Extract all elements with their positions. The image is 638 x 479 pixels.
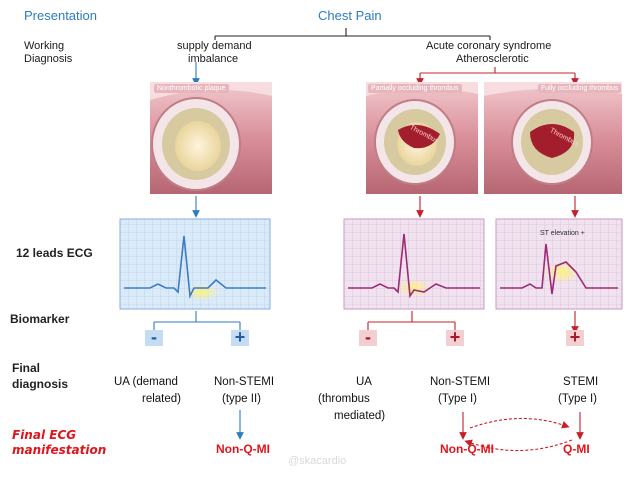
artery-image-partial bbox=[366, 82, 478, 194]
working-diagnosis-label-1: Working bbox=[24, 40, 65, 52]
dx-nonstemi-type1-2: (Type I) bbox=[438, 393, 477, 405]
top-tree bbox=[192, 28, 579, 86]
dx-ua-thrombus-2: (thrombus bbox=[318, 393, 370, 405]
supply-demand-label-2: imbalance bbox=[188, 53, 239, 65]
biomarker-positive-4: + bbox=[446, 328, 464, 346]
dx-nonstemi-type2-2: (type II) bbox=[222, 393, 261, 405]
dx-ua-demand-2: related) bbox=[142, 393, 181, 405]
final-ecg-arrows bbox=[236, 410, 584, 452]
final-ecg-manifestation-label: Final ECG manifestation bbox=[12, 428, 106, 458]
ecg-panel-pink bbox=[343, 218, 485, 310]
nonthrombotic-plaque-badge: Nonthrombotic plaque bbox=[154, 84, 229, 93]
biomarker-negative-3: - bbox=[359, 328, 377, 346]
dx-nonstemi-type1-1: Non-STEMI bbox=[430, 376, 491, 388]
final-ecg-label-line1: Final ECG bbox=[12, 428, 77, 442]
biomarker-row-label: Biomarker bbox=[10, 312, 70, 326]
ecg-row-label: 12 leads ECG bbox=[16, 246, 93, 260]
final-diagnosis-row-label-2: diagnosis bbox=[12, 377, 69, 391]
dx-ua-thrombus-3: mediated) bbox=[334, 410, 386, 422]
artery-image-full bbox=[484, 82, 622, 194]
ecg-panel-blue bbox=[119, 218, 271, 310]
partial-thrombus-badge: Partially occluding thrombus bbox=[368, 84, 462, 93]
working-diagnosis-label-2: Diagnosis bbox=[24, 53, 73, 65]
chest-pain-heading: Chest Pain bbox=[318, 8, 382, 23]
artery-image-nonthrombotic bbox=[150, 82, 272, 194]
acs-label-1: Acute coronary syndrome bbox=[426, 40, 552, 52]
image-to-ecg-arrows bbox=[192, 196, 579, 218]
final-non-q-mi-red: Non-Q-MI bbox=[440, 442, 494, 456]
dx-stemi-1: STEMI bbox=[563, 376, 599, 388]
dx-ua-thrombus-1: UA bbox=[356, 376, 372, 388]
final-q-mi: Q-MI bbox=[563, 442, 590, 456]
watermark: @skacardio bbox=[288, 455, 347, 467]
biomarker-positive-2: + bbox=[231, 328, 249, 346]
final-ecg-label-line2: manifestation bbox=[12, 443, 107, 457]
dx-nonstemi-type2-1: Non-STEMI bbox=[214, 376, 275, 388]
dx-ua-demand-1: UA (demand bbox=[114, 376, 178, 388]
ecg-panel-st bbox=[495, 218, 623, 310]
ecg-to-biomarker-tree bbox=[153, 311, 579, 334]
full-thrombus-badge: Fully occluding thrombus bbox=[538, 84, 622, 93]
supply-demand-label-1: supply demand bbox=[177, 40, 252, 52]
biomarker-positive-5: + bbox=[566, 328, 584, 346]
acs-label-2: Atherosclerotic bbox=[456, 53, 529, 65]
presentation-heading: Presentation bbox=[24, 8, 97, 23]
dx-stemi-2: (Type I) bbox=[558, 393, 597, 405]
st-elevation-label: ST elevation + bbox=[540, 230, 585, 237]
final-non-q-mi-blue: Non-Q-MI bbox=[216, 442, 270, 456]
final-diagnosis-row-label-1: Final bbox=[12, 361, 41, 375]
biomarker-negative-1: - bbox=[145, 328, 163, 346]
